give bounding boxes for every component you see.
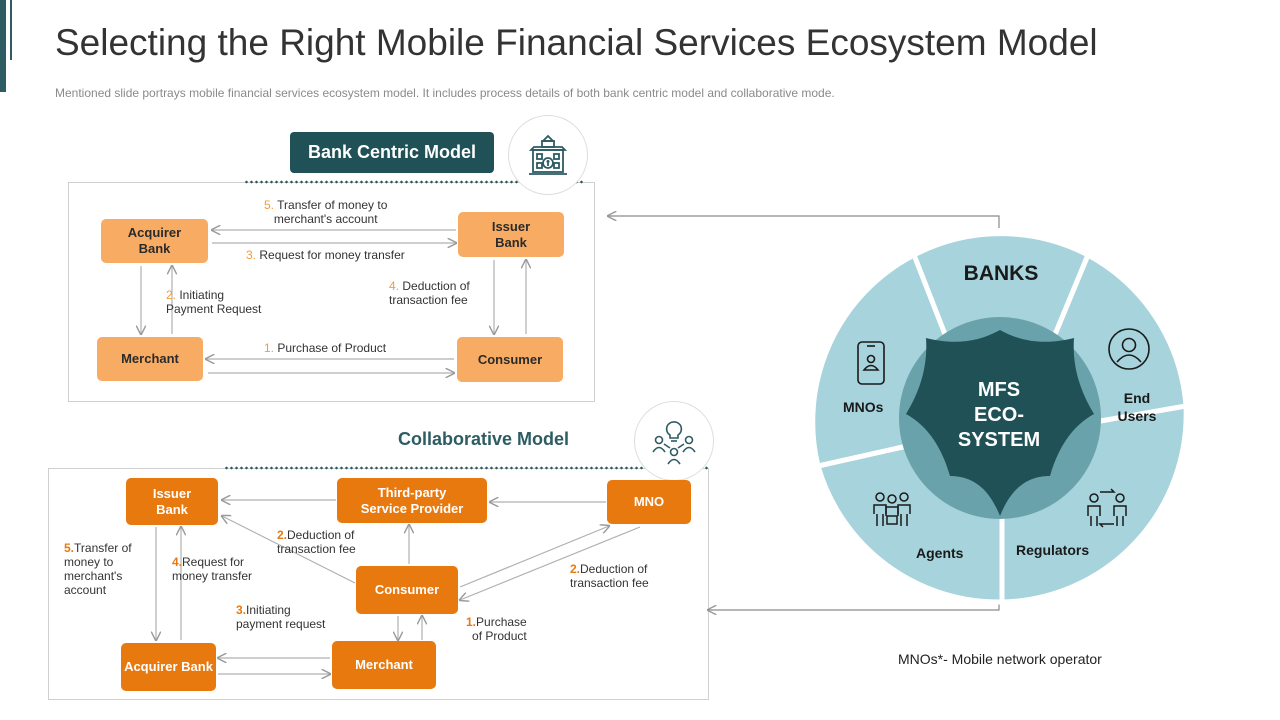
merchant-node: Merchant (97, 337, 203, 381)
co-step3-text: Initiating payment request (236, 603, 326, 631)
issuer-bank-label: Issuer Bank (491, 218, 531, 250)
consumer-label: Consumer (477, 351, 543, 367)
co-step1-text: Purchase of Product (472, 615, 527, 643)
third-party-node: Third-party Service Provider (337, 478, 487, 523)
end-users-line-1: End (1123, 390, 1151, 406)
center-line-3: SYSTEM (957, 429, 1041, 451)
bank-centric-title: Bank Centric Model (290, 132, 494, 173)
segment-regulators-label: Regulators (1016, 542, 1090, 558)
bc-step1-num: 1. (264, 341, 275, 355)
bc-step5-text: Transfer of money to merchant's account (273, 198, 388, 226)
bc-step2-text: Initiating Payment Request (166, 288, 262, 316)
center-star (906, 330, 1094, 516)
page-subtitle: Mentioned slide portrays mobile financia… (55, 86, 835, 100)
collab-issuer-bank-label: Issuer Bank (152, 485, 192, 517)
co-step4-label: 4.Request for money transfer (172, 555, 252, 583)
collaborative-title: Collaborative Model (398, 429, 570, 449)
co-step5-label: 5.Transfer of money to merchant's accoun… (64, 541, 132, 597)
acquirer-bank-label: Acquirer Bank (127, 225, 182, 256)
bc-step3-label: 3. Request for money transfer (246, 248, 405, 262)
segment-banks-label: BANKS (963, 262, 1039, 285)
segment-mnos-label: MNOs (843, 399, 884, 415)
co-step3-label: 3.Initiating payment request (236, 603, 325, 631)
bc-step2-num: 2. (166, 288, 177, 302)
collab-acquirer-bank-node: Acquirer Bank (121, 643, 216, 691)
segment-end-users-label: End Users (1103, 389, 1171, 425)
co-step2a-num: 2. (277, 528, 288, 542)
bc-step2-label: 2. Initiating Payment Request (166, 288, 261, 316)
collab-acquirer-bank-label: Acquirer Bank (124, 659, 213, 674)
bc-step4-num: 4. (389, 279, 400, 293)
collab-merchant-node: Merchant (332, 641, 436, 689)
collab-consumer-node: Consumer (356, 566, 458, 614)
regulators-icon (1084, 486, 1130, 535)
co-step5-num: 5. (64, 541, 75, 555)
center-line-2: ECO- (974, 404, 1024, 426)
co-step5-text: Transfer of money to merchant's account (64, 541, 132, 597)
third-party-label: Third-party Service Provider (360, 484, 464, 516)
co-step1-num: 1. (466, 615, 477, 629)
page-title: Selecting the Right Mobile Financial Ser… (55, 22, 1098, 63)
co-step4-num: 4. (172, 555, 183, 569)
bc-step3-num: 3. (246, 248, 257, 262)
collab-consumer-label: Consumer (374, 582, 440, 597)
bc-step5-num: 5. (264, 198, 275, 212)
co-step2b-num: 2. (570, 562, 581, 576)
co-step3-num: 3. (236, 603, 247, 617)
issuer-bank-node: Issuer Bank (458, 212, 564, 257)
bc-step5-label: 5. Transfer of money to merchant's accou… (264, 198, 387, 226)
consumer-node: Consumer (457, 337, 563, 382)
bc-step3-text: Request for money transfer (256, 248, 405, 262)
footnote: MNOs*- Mobile network operator (898, 651, 1102, 667)
collab-issuer-bank-node: Issuer Bank (126, 478, 218, 525)
agents-icon (870, 488, 914, 537)
mno-node: MNO (607, 480, 691, 524)
bc-step1-text: Purchase of Product (274, 341, 387, 355)
mno-label: MNO (633, 494, 665, 509)
accent-bar (0, 0, 6, 92)
center-line-1: MFS (977, 379, 1021, 401)
co-step2a-text: Deduction of transaction fee (277, 528, 356, 556)
co-step1-label: 1.Purchase of Product (466, 615, 527, 643)
bc-step4-label: 4. Deduction of transaction fee (389, 279, 470, 307)
co-step2b-text: Deduction of transaction fee (570, 562, 649, 590)
co-step4-text: Request for money transfer (172, 555, 253, 583)
people-idea-icon (634, 401, 714, 481)
user-icon (1106, 326, 1152, 377)
co-step2b-label: 2.Deduction of transaction fee (570, 562, 649, 590)
ecosystem-center-label: MFS ECO- SYSTEM (940, 378, 1058, 453)
acquirer-bank-node: Acquirer Bank (101, 219, 208, 263)
mobile-phone-icon (855, 340, 887, 391)
accent-bar-thin (10, 0, 12, 60)
outer-ring (810, 231, 1189, 605)
bank-building-icon (508, 115, 588, 195)
bank-centric-dotted-line (244, 180, 584, 184)
collab-merchant-label: Merchant (355, 657, 413, 672)
co-step2a-label: 2.Deduction of transaction fee (277, 528, 356, 556)
ecosystem-wheel (810, 231, 1189, 605)
bc-step4-text: Deduction of transaction fee (389, 279, 470, 307)
merchant-label: Merchant (121, 351, 179, 366)
end-users-line-2: Users (1117, 408, 1157, 424)
bc-step1-label: 1. Purchase of Product (264, 341, 386, 355)
segment-agents-label: Agents (916, 545, 964, 561)
collaborative-dotted-line (224, 466, 710, 470)
